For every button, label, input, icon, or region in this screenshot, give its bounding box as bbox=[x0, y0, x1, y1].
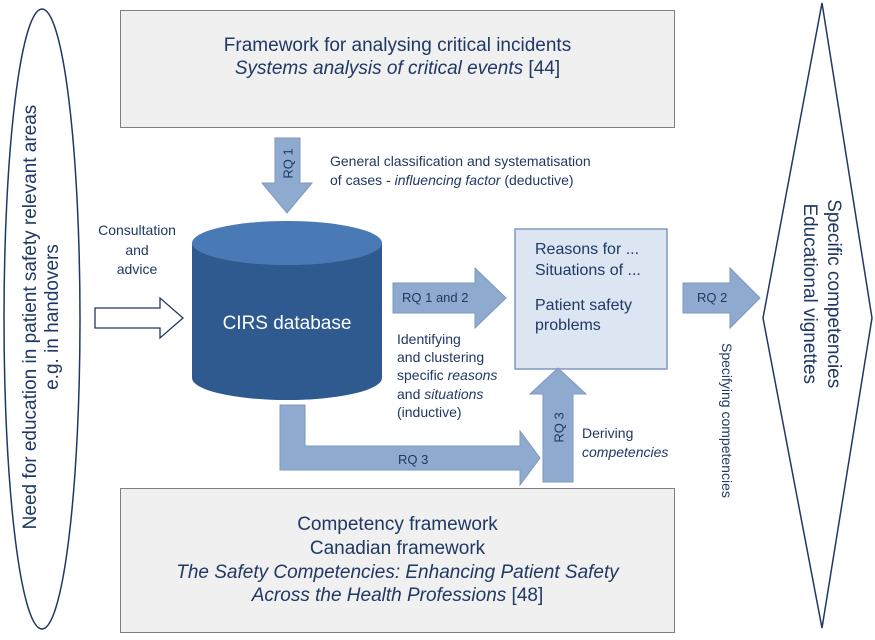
competency-framework-title: Competency framework bbox=[297, 514, 498, 535]
rq3-horizontal-arrow bbox=[279, 404, 541, 487]
rq3-horizontal-label: RQ 3 bbox=[398, 452, 429, 467]
rq12-desc-line-5: (inductive) bbox=[397, 403, 462, 420]
rq12-desc-line-3-prefix: specific bbox=[397, 367, 448, 384]
rq3-desc-line-1: Deriving bbox=[582, 425, 634, 441]
rq1-label: RQ 1 bbox=[280, 148, 296, 179]
rq12-desc-line-4-prefix: and bbox=[397, 385, 425, 402]
incident-framework-title: Framework for analysing critical inciden… bbox=[223, 35, 572, 56]
consultation-text: Consultation and advice bbox=[82, 221, 192, 280]
rq3-vertical-label: RQ 3 bbox=[551, 412, 567, 443]
rq12-label: RQ 1 and 2 bbox=[402, 290, 469, 305]
need-oval-text: Need for education in patient safety rel… bbox=[20, 17, 64, 617]
rq3-vertical-arrow bbox=[528, 367, 588, 483]
safety-competencies-title-1: The Safety Competencies: Enhancing Patie… bbox=[176, 561, 619, 583]
consultation-line-1: Consultation bbox=[98, 222, 176, 238]
incident-framework-ref: [44] bbox=[523, 57, 561, 79]
rq12-desc-line-2: and clustering bbox=[397, 349, 485, 366]
specific-competencies-label: Specific competencies bbox=[822, 199, 844, 389]
rq3-desc-line-2: competencies bbox=[582, 443, 669, 460]
need-oval bbox=[3, 8, 81, 630]
specifying-competencies-label: Specifying competencies bbox=[719, 343, 735, 498]
consultation-arrow bbox=[94, 296, 184, 340]
rq1-arrow bbox=[260, 137, 314, 214]
educational-vignettes-label: Educational vignettes bbox=[799, 203, 820, 385]
output-diamond bbox=[762, 2, 873, 629]
rq1-desc-line-1: General classification and systematisati… bbox=[330, 153, 591, 169]
rq1-desc-suffix: (deductive) bbox=[500, 171, 574, 188]
rq1-description: General classification and systematisati… bbox=[330, 152, 680, 190]
rq12-desc-line-3-italic: reasons bbox=[447, 367, 498, 384]
rq3-description: Deriving competencies bbox=[582, 424, 702, 462]
reasons-line-2: Situations of ... bbox=[535, 261, 641, 279]
output-diamond-text: Specific competencies Educational vignet… bbox=[797, 164, 845, 424]
safety-competencies-title-2: Across the Health Professions bbox=[251, 585, 507, 607]
reasons-line-4: problems bbox=[535, 317, 601, 335]
reasons-line-1: Reasons for ... bbox=[535, 241, 640, 258]
rq12-desc-line-4-italic: situations bbox=[424, 385, 484, 402]
canadian-framework-label: Canadian framework bbox=[309, 537, 486, 559]
competency-framework-box: Competency framework Canadian framework … bbox=[120, 488, 675, 633]
rq12-arrow bbox=[392, 266, 507, 330]
reasons-line-3: Patient safety bbox=[535, 296, 632, 314]
reasons-box bbox=[514, 228, 668, 370]
need-line-2: e.g. in handovers bbox=[42, 244, 63, 390]
incident-framework-subtitle: Systems analysis of critical events bbox=[234, 57, 524, 79]
safety-competencies-ref: [48] bbox=[506, 585, 544, 607]
rq12-desc-line-1: Identifying bbox=[397, 331, 461, 347]
need-line-1: Need for education in patient safety rel… bbox=[20, 104, 41, 530]
rq1-desc-italic: influencing factor bbox=[394, 171, 501, 188]
consultation-line-2: and bbox=[125, 241, 149, 258]
cirs-database-cylinder bbox=[192, 221, 382, 400]
rq2-arrow bbox=[682, 266, 761, 330]
rq1-desc-prefix: of cases - bbox=[330, 171, 395, 188]
incident-framework-box: Framework for analysing critical inciden… bbox=[120, 10, 675, 128]
cirs-database-label: CIRS database bbox=[222, 313, 352, 334]
reasons-box-text: Reasons for ... Situations of ... Patien… bbox=[535, 240, 665, 337]
rq12-description: Identifying and clustering specific reas… bbox=[397, 330, 527, 421]
rq2-label: RQ 2 bbox=[697, 290, 728, 305]
consultation-line-3: advice bbox=[116, 261, 158, 278]
